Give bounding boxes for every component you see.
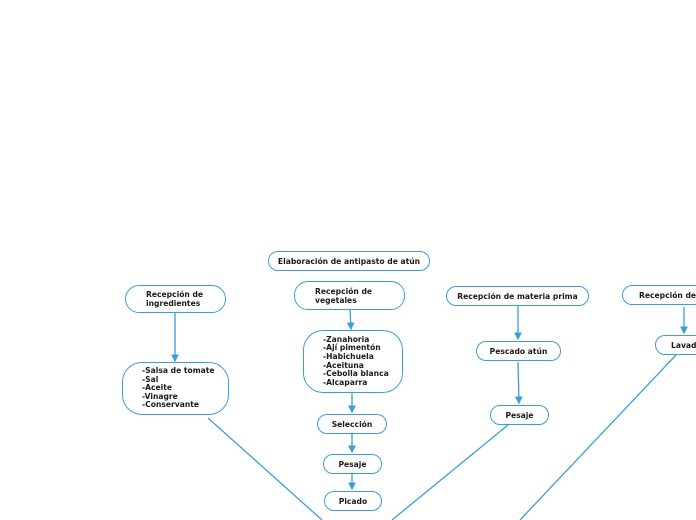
fourth-header-label: Recepción de e bbox=[639, 290, 696, 300]
pesaje-vegetables-node[interactable]: Pesaje bbox=[323, 454, 382, 474]
seleccion-label: Selección bbox=[331, 419, 373, 429]
vegetables-header-node[interactable]: Recepción de vegetales bbox=[294, 281, 405, 310]
ingredients-header-label: Recepción de ingredientes bbox=[146, 290, 204, 308]
vegetables-list: -Zanahoria -Ají pimentón -Habichuela -Ac… bbox=[323, 334, 389, 387]
pescado-label: Pescado atún bbox=[489, 346, 548, 356]
connector-lavado-down bbox=[519, 354, 677, 520]
pesaje-vegetables-label: Pesaje bbox=[338, 459, 367, 469]
ingredients-list-node[interactable]: -Salsa de tomate -Sal -Aceite -Vinagre -… bbox=[122, 362, 229, 415]
arrow-vegetables-to-list bbox=[346, 309, 355, 331]
diagram-title: Elaboración de antipasto de atún bbox=[277, 256, 421, 266]
picado-node[interactable]: Picado bbox=[324, 491, 382, 511]
fourth-header-node[interactable]: Recepción de e bbox=[622, 285, 696, 305]
connector-pesaje-fish-down bbox=[391, 424, 509, 520]
raw-material-header-label: Recepción de materia prima bbox=[457, 291, 578, 301]
ingredients-header-node[interactable]: Recepción de ingredientes bbox=[125, 285, 226, 313]
picado-label: Picado bbox=[338, 496, 368, 506]
lavado-node[interactable]: Lavado bbox=[655, 335, 696, 355]
connector-ingredients-down bbox=[207, 417, 323, 520]
lavado-label: Lavado bbox=[671, 340, 696, 350]
pesaje-fish-label: Pesaje bbox=[505, 410, 534, 420]
pesaje-fish-node[interactable]: Pesaje bbox=[490, 405, 549, 425]
raw-material-header-node[interactable]: Recepción de materia prima bbox=[446, 286, 589, 306]
pescado-node[interactable]: Pescado atún bbox=[476, 341, 561, 361]
ingredients-list: -Salsa de tomate -Sal -Aceite -Vinagre -… bbox=[142, 366, 215, 410]
vegetables-list-node[interactable]: -Zanahoria -Ají pimentón -Habichuela -Ac… bbox=[303, 330, 403, 393]
seleccion-node[interactable]: Selección bbox=[317, 414, 387, 434]
diagram-title-node[interactable]: Elaboración de antipasto de atún bbox=[268, 251, 430, 271]
arrow-pescado-to-pesaje bbox=[514, 361, 523, 405]
vegetables-header-label: Recepción de vegetales bbox=[315, 286, 373, 305]
